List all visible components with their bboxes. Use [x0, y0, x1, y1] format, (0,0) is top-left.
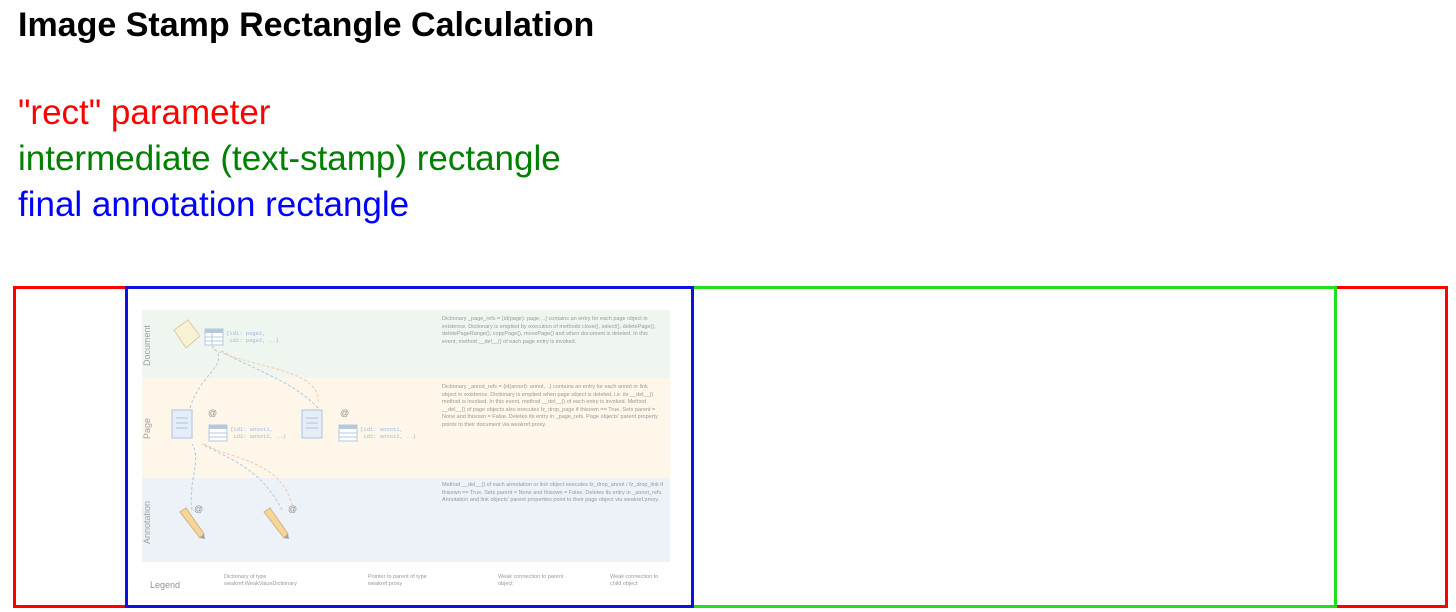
- document-band: Document {id1: page1, id2: page2, ..} Di…: [142, 310, 670, 378]
- final-annotation-rectangle-box: [125, 286, 694, 608]
- document-description: Dictionary _page_refs = {id(page): page,…: [442, 316, 656, 345]
- dictionary-table-icon: [204, 328, 224, 346]
- pointer-at-icon: @: [194, 504, 204, 514]
- dictionary-table-icon: [338, 424, 358, 442]
- legend-rect-parameter: "rect" parameter: [18, 93, 271, 132]
- page-icon: [171, 409, 193, 439]
- diagram-legend: Legend Dictionary of type weakref.WeakVa…: [142, 566, 670, 600]
- pointer-at-icon: @: [340, 408, 350, 418]
- stamp-image: Document {id1: page1, id2: page2, ..} Di…: [142, 310, 670, 600]
- page-description: Dictionary _annot_refs = {id(annot): ann…: [442, 384, 658, 428]
- page-dict-text-1: {id1: annot1, id2: annot2, ..}: [230, 426, 287, 440]
- dictionary-table-icon: [208, 424, 228, 442]
- page-band: Page @ {id1: annot1, id2: annot2, ..} @ …: [142, 378, 670, 478]
- pointer-at-icon: @: [208, 408, 218, 418]
- page-dict-text-2: {id1: annot1, id2: annot2, ..}: [360, 426, 417, 440]
- annotation-description: Method __del__() of each annotation or l…: [442, 482, 664, 503]
- legend-final-annotation-rectangle: final annotation rectangle: [18, 185, 410, 224]
- legend-item-weak-parent: Weak connection to parent object: [498, 574, 564, 587]
- legend-intermediate-rectangle: intermediate (text-stamp) rectangle: [18, 139, 561, 178]
- page-title: Image Stamp Rectangle Calculation: [18, 6, 595, 44]
- annotation-band: Annotation @ @ Method __del__() of each …: [142, 478, 670, 562]
- legend-item-weak-child: Weak connection to child object: [610, 574, 659, 587]
- pencil-icon: [263, 507, 289, 539]
- legend-item-pointer: Pointer to parent of type weakref.proxy: [368, 574, 427, 587]
- diagram-legend-label: Legend: [150, 580, 181, 590]
- document-dict-text: {id1: page1, id2: page2, ..}: [226, 330, 279, 344]
- pointer-at-icon: @: [288, 504, 298, 514]
- page-icon: [301, 409, 323, 439]
- pencil-icon: [179, 507, 205, 539]
- weak-connection-arrows: [189, 345, 319, 511]
- document-icon: [173, 319, 201, 349]
- legend-item-dictionary: Dictionary of type weakref.WeakValueDict…: [224, 574, 297, 587]
